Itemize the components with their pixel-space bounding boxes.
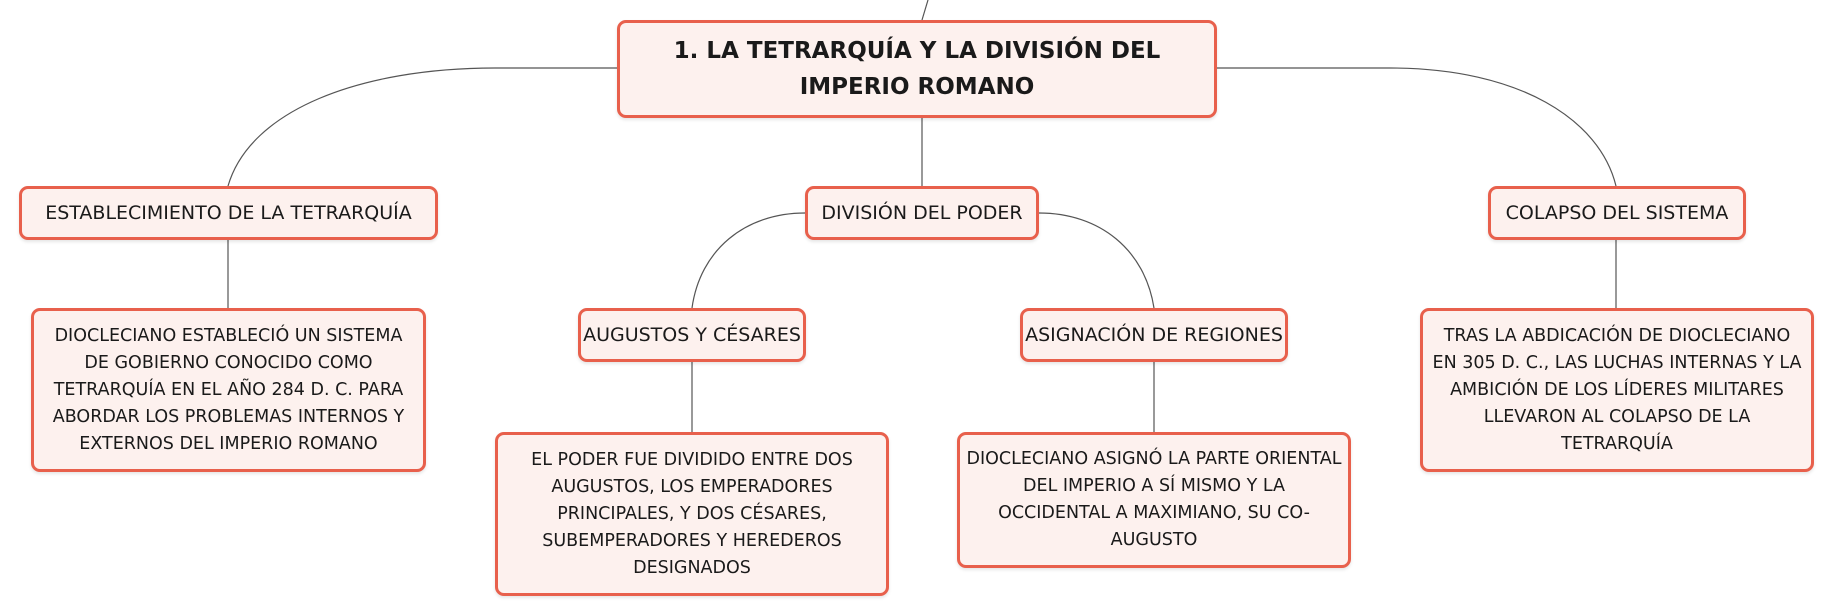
connector-division-asignacion	[1038, 212, 1155, 309]
subtopic-asignacion-label: ASIGNACIÓN DE REGIONES	[1025, 324, 1283, 346]
subtopic-augustos[interactable]: AUGUSTOS Y CÉSARES	[578, 308, 806, 362]
root-node[interactable]: 1. LA TETRARQUÍA Y LA DIVISIÓN DEL IMPER…	[617, 20, 1217, 118]
topic-division-label: DIVISIÓN DEL PODER	[821, 202, 1023, 224]
detail-augustos[interactable]: EL PODER FUE DIVIDIDO ENTRE DOS AUGUSTOS…	[495, 432, 889, 596]
detail-asignacion[interactable]: DIOCLECIANO ASIGNÓ LA PARTE ORIENTAL DEL…	[957, 432, 1351, 568]
detail-augustos-text: EL PODER FUE DIVIDIDO ENTRE DOS AUGUSTOS…	[531, 449, 853, 578]
detail-colapso[interactable]: TRAS LA ABDICACIÓN DE DIOCLECIANO EN 305…	[1420, 308, 1814, 472]
subtopic-asignacion[interactable]: ASIGNACIÓN DE REGIONES	[1020, 308, 1288, 362]
connector-root-establecimiento	[227, 67, 617, 187]
detail-asignacion-text: DIOCLECIANO ASIGNÓ LA PARTE ORIENTAL DEL…	[966, 449, 1342, 550]
subtopic-augustos-label: AUGUSTOS Y CÉSARES	[583, 324, 801, 346]
topic-colapso[interactable]: COLAPSO DEL SISTEMA	[1488, 186, 1746, 240]
connector-root-colapso	[1217, 67, 1617, 187]
topic-establecimiento-label: ESTABLECIMIENTO DE LA TETRARQUÍA	[45, 202, 412, 224]
detail-colapso-text: TRAS LA ABDICACIÓN DE DIOCLECIANO EN 305…	[1432, 325, 1802, 454]
root-node-label: 1. LA TETRARQUÍA Y LA DIVISIÓN DEL IMPER…	[673, 38, 1161, 100]
connector-division-augustos	[691, 212, 806, 309]
topic-division[interactable]: DIVISIÓN DEL PODER	[805, 186, 1039, 240]
connector-upstream	[921, 0, 929, 21]
topic-establecimiento[interactable]: ESTABLECIMIENTO DE LA TETRARQUÍA	[19, 186, 438, 240]
topic-colapso-label: COLAPSO DEL SISTEMA	[1505, 202, 1729, 224]
detail-establecimiento-text: DIOCLECIANO ESTABLECIÓ UN SISTEMA DE GOB…	[52, 325, 405, 454]
detail-establecimiento[interactable]: DIOCLECIANO ESTABLECIÓ UN SISTEMA DE GOB…	[31, 308, 426, 472]
